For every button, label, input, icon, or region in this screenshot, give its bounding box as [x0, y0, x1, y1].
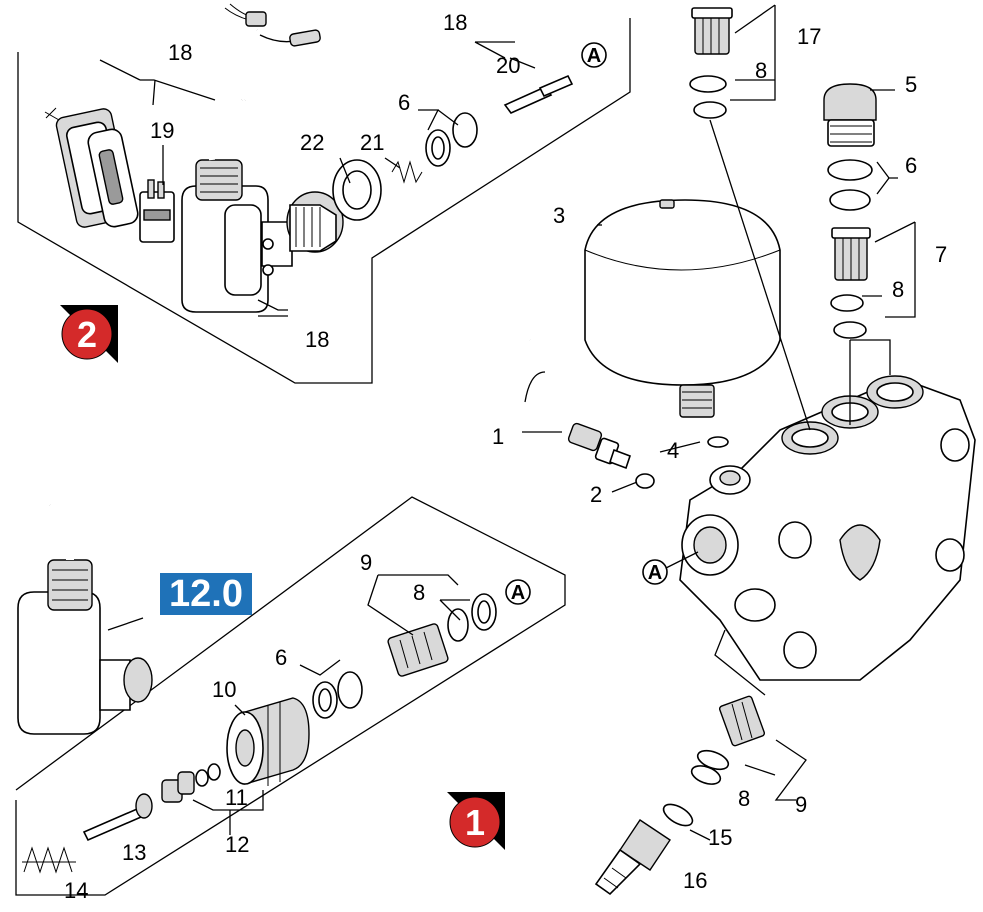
- callout-5: 5: [905, 72, 917, 97]
- callout-3: 3: [553, 203, 565, 228]
- callout-11: 11: [225, 785, 248, 810]
- callout-1: 1: [492, 424, 504, 449]
- leader-lines: [99, 4, 916, 841]
- callout-9: 9: [795, 792, 807, 817]
- callout-2: 2: [590, 482, 602, 507]
- callout-15: 15: [708, 825, 732, 850]
- hose-nipple-16: [594, 819, 671, 896]
- connector-a-top: A: [581, 42, 607, 68]
- callout-6: 6: [905, 153, 917, 178]
- svg-text:A: A: [648, 562, 662, 584]
- valve-orings-8-top: [689, 75, 727, 119]
- callout-12: 12: [225, 832, 249, 857]
- section-1-frame: [15, 496, 566, 896]
- callout-19: 19: [150, 118, 174, 143]
- valve-9-bottom: [387, 623, 449, 677]
- small-orings-2-4: [635, 436, 729, 489]
- callout-13: 13: [122, 840, 146, 865]
- parts-11-12: [161, 763, 221, 803]
- callout-18: 18: [168, 40, 192, 65]
- backup-ring-and-oring-6-top: [425, 112, 478, 167]
- pin-20: [503, 74, 574, 114]
- orings-8-lower: [690, 749, 730, 785]
- oring-15: [662, 803, 694, 827]
- section-2-frame: [17, 18, 631, 384]
- accumulator-3: [584, 199, 781, 418]
- valve-9-lower: [718, 695, 766, 747]
- callout-20: 20: [496, 53, 520, 78]
- callout-labels: 18 19 22 21 6 18 20 18 3 1 4 2 17 8 5 6 …: [64, 10, 947, 903]
- callout-6: 6: [275, 645, 287, 670]
- spring-21: [391, 160, 423, 184]
- spring-14: [22, 846, 76, 874]
- callout-7: 7: [935, 242, 947, 267]
- svg-text:A: A: [587, 45, 601, 67]
- section-marker-1: 1: [447, 792, 505, 850]
- callout-8: 8: [755, 58, 767, 83]
- svg-text:1: 1: [465, 802, 485, 843]
- callout-18: 18: [305, 327, 329, 352]
- pressure-switch-12: [17, 501, 153, 735]
- callout-17: 17: [797, 24, 821, 49]
- svg-text:2: 2: [77, 314, 97, 355]
- lock-nut: [332, 159, 382, 221]
- orings-8-bottom: [447, 593, 497, 642]
- svg-text:A: A: [511, 582, 525, 604]
- valve-17: [691, 7, 733, 55]
- callout-22: 22: [300, 130, 324, 155]
- version-badge: 12.0: [160, 573, 252, 615]
- microswitch: [139, 179, 175, 243]
- pressure-switch-assembly: [181, 97, 344, 313]
- valve-seat-10: [226, 697, 310, 786]
- section-marker-2: 2: [60, 305, 118, 363]
- piston-13: [82, 793, 153, 842]
- callout-8: 8: [738, 786, 750, 811]
- valve-cap-5: [823, 83, 877, 147]
- orings-6-bottom: [312, 671, 363, 719]
- valve-orings-8-right: [830, 294, 867, 339]
- valve-7: [831, 227, 871, 281]
- hose-1: [526, 339, 632, 470]
- callout-9: 9: [360, 550, 372, 575]
- callout-8: 8: [413, 580, 425, 605]
- callout-14: 14: [64, 878, 88, 903]
- valve-orings-6-right: [827, 159, 873, 211]
- connector-a-right: A: [642, 559, 668, 585]
- callout-6: 6: [398, 90, 410, 115]
- callout-4: 4: [667, 438, 679, 463]
- connector-a-bottom: A: [505, 579, 531, 605]
- callout-10: 10: [212, 677, 236, 702]
- callout-18: 18: [443, 10, 467, 35]
- callout-8: 8: [892, 277, 904, 302]
- switch-cover-gasket: [44, 107, 139, 228]
- cable-with-connectors: [224, 3, 321, 102]
- callout-16: 16: [683, 868, 707, 893]
- pump-head-body: [679, 375, 976, 681]
- callout-21: 21: [360, 130, 384, 155]
